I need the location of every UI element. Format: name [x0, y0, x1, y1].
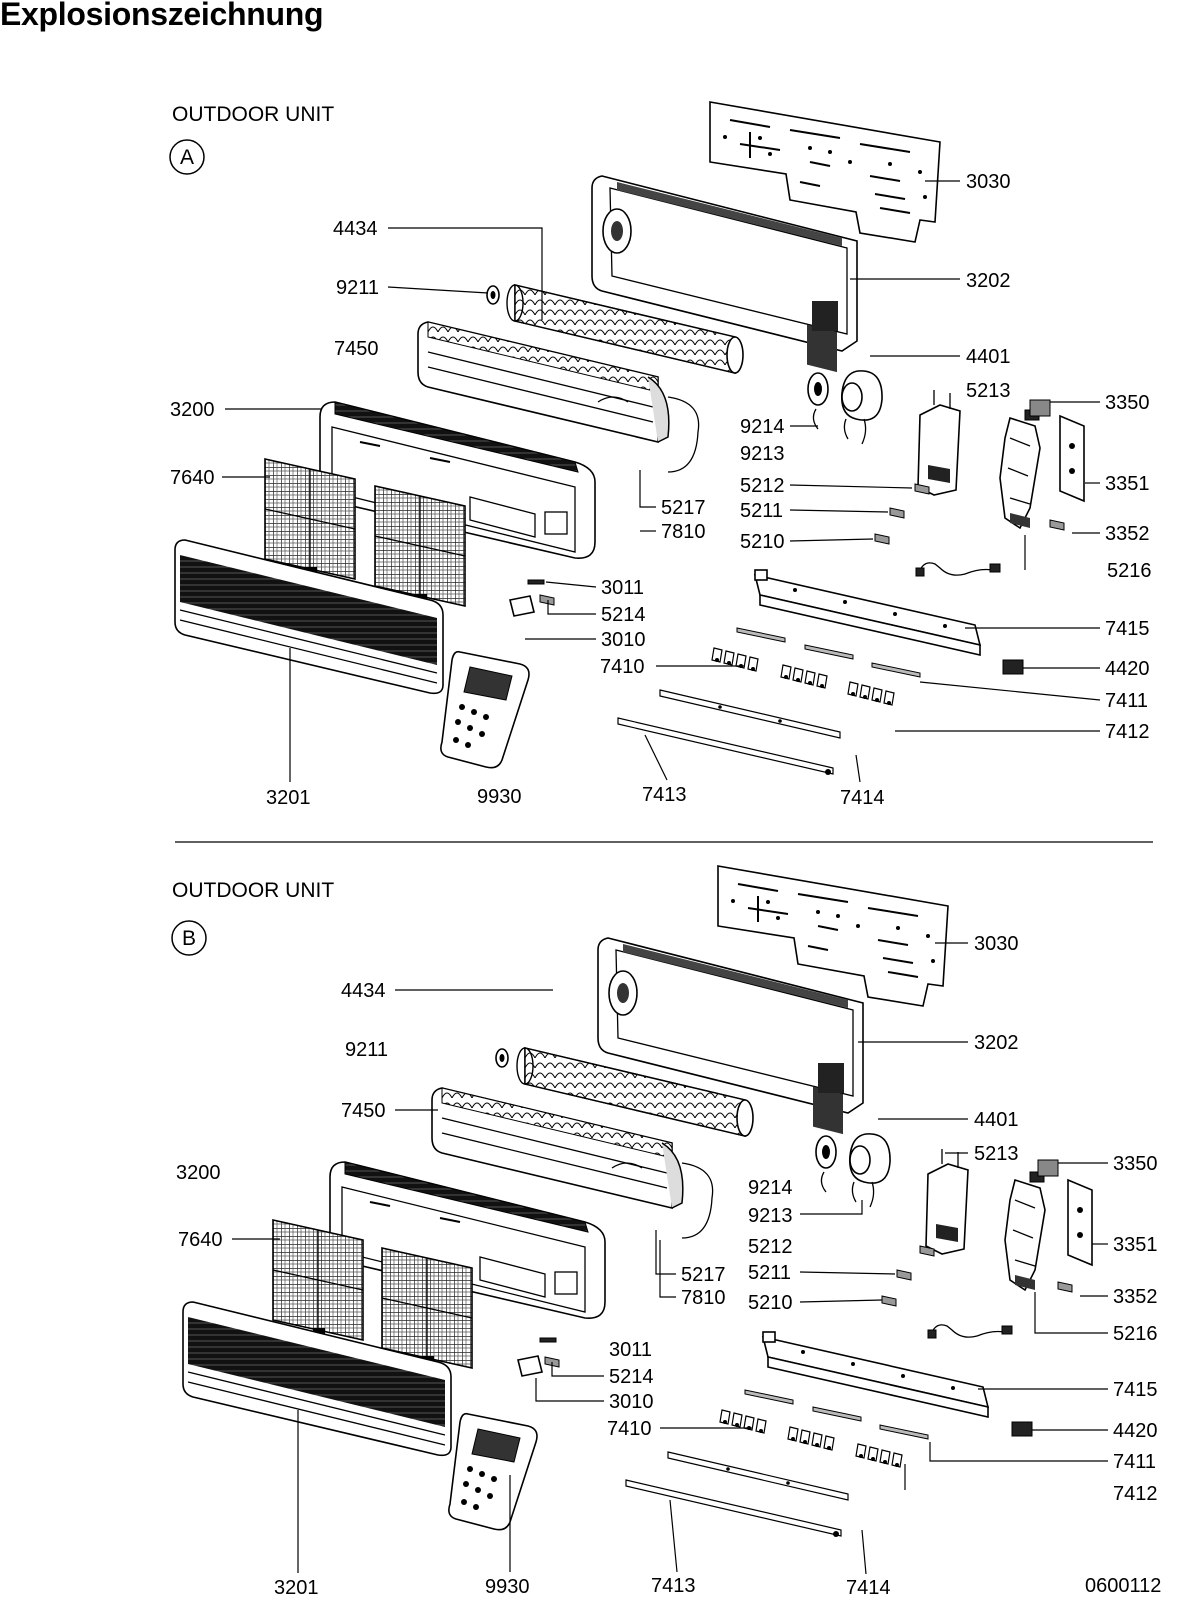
part-label: 7414	[846, 1577, 891, 1599]
part-label: 3352	[1113, 1286, 1158, 1308]
part-label: 7412	[1105, 721, 1150, 743]
part-label: 7415	[1113, 1379, 1158, 1401]
part-label: 4401	[974, 1109, 1019, 1131]
part-label: 3202	[974, 1032, 1019, 1054]
section-b: OUTDOOR UNIT B	[171, 865, 1158, 1599]
part-label: 5210	[740, 531, 785, 553]
part-label: 7411	[1105, 690, 1148, 712]
part-label: 3011	[601, 577, 644, 599]
part-label: 3030	[974, 933, 1019, 955]
part-label: 5217	[661, 497, 706, 519]
section-b-parts	[182, 865, 1093, 1538]
part-label: 3350	[1113, 1153, 1158, 1175]
part-label: 3350	[1105, 392, 1150, 414]
section-a-marker: A	[180, 146, 194, 169]
part-label: 3010	[609, 1391, 654, 1413]
section-a-labels: 3030 3202 4434 9211 7450 4401 5213 3350 …	[170, 171, 1152, 809]
section-b-marker: B	[182, 927, 196, 950]
part-label: 7410	[607, 1418, 652, 1440]
part-label: 7412	[1113, 1483, 1158, 1505]
part-label: 7414	[840, 787, 885, 809]
part-label: 3352	[1105, 523, 1150, 545]
part-label: 9211	[345, 1039, 388, 1061]
part-label: 7413	[642, 784, 687, 806]
part-label: 5217	[681, 1264, 726, 1286]
section-a: OUTDOOR UNIT A	[169, 101, 1152, 809]
part-label: 5210	[748, 1292, 793, 1314]
part-label: 7810	[681, 1287, 726, 1309]
part-label: 7410	[600, 656, 645, 678]
part-label: 3200	[176, 1162, 221, 1184]
part-label: 5212	[740, 475, 785, 497]
part-label: 7415	[1105, 618, 1150, 640]
part-label: 5214	[601, 604, 646, 626]
section-a-leader-lines	[222, 180, 1101, 783]
part-label: 7640	[170, 467, 215, 489]
part-label: 4434	[341, 980, 386, 1002]
part-label: 7450	[341, 1100, 386, 1122]
section-b-marker-circle	[171, 920, 207, 956]
part-label: 5214	[609, 1366, 654, 1388]
part-label: 7413	[651, 1575, 696, 1597]
section-b-title: OUTDOOR UNIT	[172, 879, 334, 902]
part-label: 7810	[661, 521, 706, 543]
part-label: 3201	[266, 787, 311, 809]
part-label: 3351	[1105, 473, 1150, 495]
part-label: 4420	[1105, 658, 1150, 680]
page-title: Explosionszeichnung	[0, 0, 324, 32]
part-label: 3202	[966, 270, 1011, 292]
part-label: 3011	[609, 1339, 652, 1361]
part-label: 7640	[178, 1229, 223, 1251]
part-label: 5212	[748, 1236, 793, 1258]
part-label: 9213	[748, 1205, 793, 1227]
part-label: 7450	[334, 338, 379, 360]
part-label: 9214	[748, 1177, 793, 1199]
part-label: 4401	[966, 346, 1011, 368]
section-a-parts	[174, 101, 1085, 776]
part-label: 5213	[966, 380, 1011, 402]
part-label: 3200	[170, 399, 215, 421]
part-label: 9211	[336, 277, 379, 299]
section-a-title: OUTDOOR UNIT	[172, 103, 334, 126]
part-label: 3030	[966, 171, 1011, 193]
drawing-code: 0600112	[1085, 1575, 1161, 1597]
part-label: 5211	[740, 500, 783, 522]
part-label: 5216	[1113, 1323, 1158, 1345]
section-a-marker-circle	[169, 139, 205, 175]
section-b-labels: 3030 4434 3202 9211 7450 4401 5213 3350 …	[176, 933, 1158, 1599]
part-label: 5213	[974, 1143, 1019, 1165]
part-label: 9930	[485, 1576, 530, 1598]
part-label: 5216	[1107, 560, 1152, 582]
part-label: 7411	[1113, 1451, 1156, 1473]
part-label: 3201	[274, 1577, 319, 1599]
part-label: 3010	[601, 629, 646, 651]
part-label: 9930	[477, 786, 522, 808]
part-label: 4420	[1113, 1420, 1158, 1442]
section-b-leader-lines	[232, 942, 1108, 1575]
part-label: 9213	[740, 443, 785, 465]
part-label: 3351	[1113, 1234, 1158, 1256]
part-label: 4434	[333, 218, 378, 240]
part-label: 5211	[748, 1262, 791, 1284]
part-label: 9214	[740, 416, 785, 438]
